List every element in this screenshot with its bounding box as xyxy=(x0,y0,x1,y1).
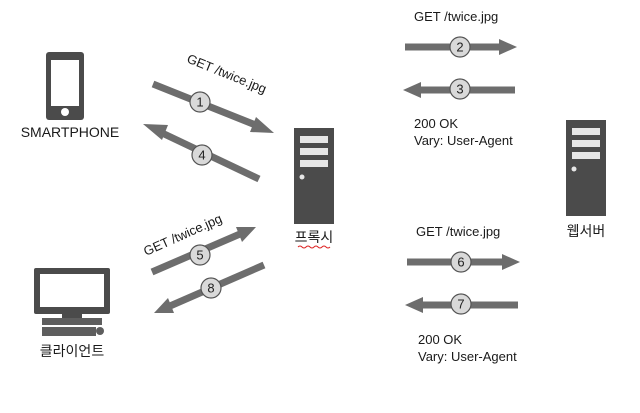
svg-text:6: 6 xyxy=(457,255,464,270)
svg-text:1: 1 xyxy=(196,95,203,110)
proxy-request-label: GET /twice.jpg xyxy=(414,9,498,24)
response-vary-2-label: Vary: User-Agent xyxy=(418,349,517,364)
step-2-badge: 2 xyxy=(449,36,471,58)
proxy-label: 프록시 xyxy=(295,229,334,245)
desktop-computer-icon xyxy=(34,268,110,336)
step-5-badge: 5 xyxy=(189,244,211,266)
step-6-badge: 6 xyxy=(450,251,472,273)
svg-text:2: 2 xyxy=(456,40,463,55)
step-3-badge: 3 xyxy=(449,78,471,100)
response-status-label: 200 OK xyxy=(414,116,458,131)
svg-text:4: 4 xyxy=(198,148,205,163)
smartphone-icon xyxy=(46,52,84,120)
phone-request-label: GET /twice.jpg xyxy=(185,51,269,96)
step-7-badge: 7 xyxy=(450,293,472,315)
proxy-request-2-label: GET /twice.jpg xyxy=(416,224,500,239)
spellcheck-underline xyxy=(297,245,331,249)
client-request-label: GET /twice.jpg xyxy=(141,211,224,259)
step-8-badge: 8 xyxy=(200,277,222,299)
response-status-2-label: 200 OK xyxy=(418,332,462,347)
svg-text:5: 5 xyxy=(196,248,203,263)
step-4-badge: 4 xyxy=(191,144,213,166)
webserver-label: 웹서버 xyxy=(567,223,606,239)
svg-text:7: 7 xyxy=(457,297,464,312)
web-server-icon xyxy=(566,120,606,216)
svg-text:3: 3 xyxy=(456,82,463,97)
smartphone-label: SMARTPHONE xyxy=(21,124,120,140)
step-1-badge: 1 xyxy=(189,91,211,113)
proxy-server-icon xyxy=(294,128,334,224)
response-vary-label: Vary: User-Agent xyxy=(414,133,513,148)
client-label: 클라이언트 xyxy=(40,343,105,359)
svg-text:8: 8 xyxy=(207,281,214,296)
